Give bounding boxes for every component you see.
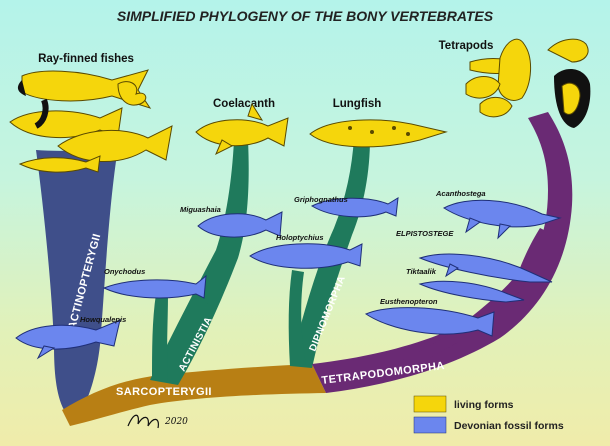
griphognathus-fossil <box>310 197 399 218</box>
holoptychius-fossil <box>249 243 363 269</box>
species-label-elpistostege: ELPISTOSTEGE <box>396 229 454 238</box>
group-label-ray-finned-fishes: Ray-finned fishes <box>38 53 134 65</box>
species-label-tiktaalik: Tiktaalik <box>406 267 437 276</box>
group-label-tetrapods: Tetrapods <box>439 40 494 52</box>
holoptychius-branch <box>288 270 306 366</box>
acanthostega-fossil <box>443 199 562 240</box>
actinopterygii-branch <box>36 148 118 410</box>
species-label-griphognathus: Griphognathus <box>294 195 348 204</box>
species-label-onychodus: Onychodus <box>104 267 145 276</box>
figure-title: SIMPLIFIED PHYLOGENY OF THE BONY VERTEBR… <box>117 8 494 24</box>
sarcopterygii-branch <box>62 364 326 426</box>
eusthenopteron-branch <box>398 332 458 370</box>
signature-year: 2020 <box>164 417 188 427</box>
legend-swatch-fossil <box>413 416 447 434</box>
onychodus-branch <box>152 294 168 380</box>
legend-swatch-living <box>413 395 447 413</box>
miguashaia-branch <box>202 236 236 306</box>
legend-label-fossil: Devonian fossil forms <box>454 420 564 432</box>
tetrapodomorpha-branch <box>312 112 573 393</box>
eusthenopteron-fossil <box>364 307 495 337</box>
tetrapods-illustration <box>465 38 591 128</box>
group-label-lungfish: Lungfish <box>333 98 382 110</box>
species-label-eusthenopteron: Eusthenopteron <box>380 297 438 306</box>
tiktaalik-fossil <box>418 280 525 303</box>
miguashaia-fossil <box>197 211 283 238</box>
clade-label-sarcopterygii: SARCOPTERYGII <box>116 386 212 398</box>
elpistostege-fossil <box>418 253 553 283</box>
species-label-howqualepis: Howqualepis <box>80 315 126 324</box>
artist-signature: 2020 <box>127 414 188 429</box>
species-label-miguashaia: Miguashaia <box>180 205 221 214</box>
group-label-coelacanth: Coelacanth <box>213 98 275 110</box>
species-label-holoptychius: Holoptychius <box>276 233 324 242</box>
onychodus-fossil <box>102 274 207 299</box>
ray-finned-fishes-illustration <box>9 69 173 173</box>
legend: living forms Devonian fossil forms <box>413 395 564 434</box>
species-label-acanthostega: Acanthostega <box>435 189 486 198</box>
legend-label-living: living forms <box>454 399 514 411</box>
coelacanth-illustration <box>195 102 289 156</box>
lungfish-illustration <box>309 119 448 148</box>
howqualepis-fossil <box>15 319 121 360</box>
